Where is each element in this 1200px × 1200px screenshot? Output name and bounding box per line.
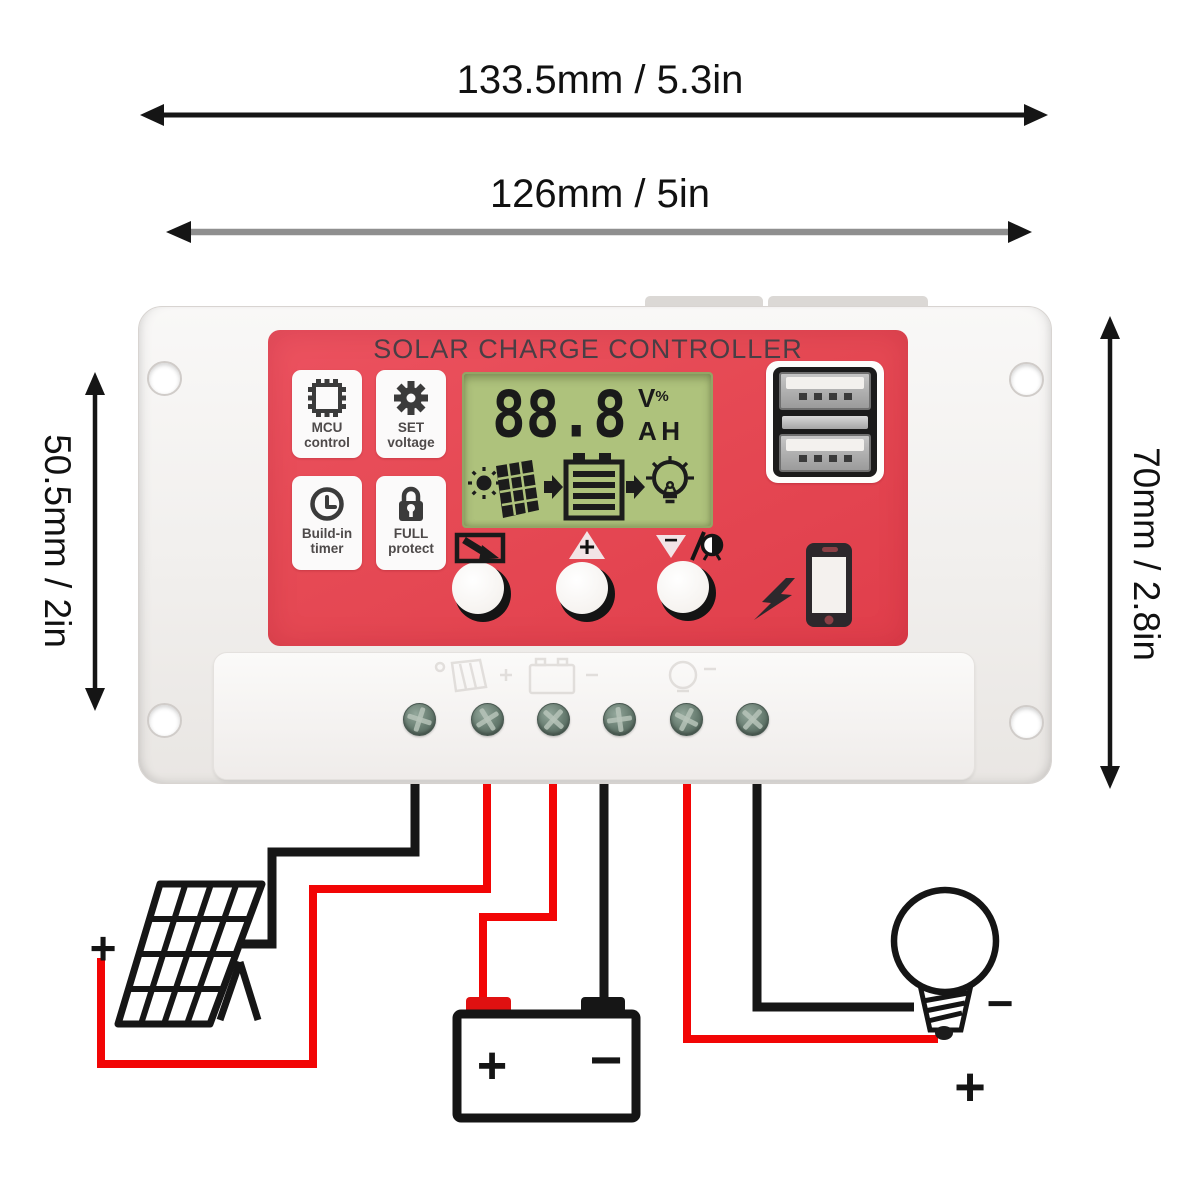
red-wires — [97, 779, 938, 1068]
lock-icon — [399, 486, 423, 521]
mount-hole-top-right — [1009, 362, 1044, 397]
dual-usb-ports-icon — [773, 367, 877, 477]
feature-label: protect — [388, 541, 434, 557]
outer-width-arrow — [140, 104, 1048, 126]
plus-label: + — [579, 531, 595, 562]
feature-label: timer — [310, 541, 344, 557]
unit-amps: A — [638, 416, 657, 446]
body-height-arrow — [1100, 316, 1120, 789]
terminal-screw-3 — [537, 703, 570, 736]
usb-tongue — [786, 377, 864, 389]
plus-triangle-icon: + — [569, 531, 605, 562]
terminal-screw-6 — [736, 703, 769, 736]
usb-pins — [781, 455, 869, 462]
battery-plus-label: + — [477, 1037, 507, 1095]
bulb-plus-label: + — [954, 1057, 986, 1117]
down-button — [657, 561, 716, 621]
body-height-dimension: 70mm / 2.8in — [1126, 447, 1167, 661]
mount-hole-top-left — [147, 361, 182, 396]
terminal-screw-5 — [670, 703, 703, 736]
arrow-right-icon — [626, 475, 645, 499]
up-button — [556, 562, 615, 622]
load-positive-wire — [683, 779, 938, 1043]
usb-charging-icons — [754, 543, 852, 627]
feature-label: FULL — [393, 526, 429, 541]
battery-minus-label: − — [590, 1028, 623, 1091]
bulb-minus-label: − — [987, 977, 1014, 1029]
unit-hours: H — [661, 416, 681, 446]
terminal-screw-2 — [471, 703, 504, 736]
gear-icon — [394, 381, 428, 415]
arrow-right-icon — [544, 475, 563, 499]
feature-label: voltage — [387, 435, 435, 451]
feature-set-voltage: SET voltage — [376, 370, 446, 458]
usb-port-bottom — [779, 434, 871, 472]
terminal-width-arrow — [166, 221, 1032, 243]
battery-icon: + − — [452, 997, 641, 1123]
unit-percent: % — [655, 388, 669, 405]
product-title: SOLAR CHARGE CONTROLLER — [373, 334, 803, 364]
mount-height-arrow — [85, 372, 105, 711]
usb-block — [766, 361, 884, 483]
usb-tongue — [786, 439, 864, 451]
terminal-screw-4 — [603, 703, 636, 736]
battery-icon — [563, 453, 625, 521]
bulb-icon — [646, 456, 694, 504]
feature-build-in-timer: Build-in timer — [292, 476, 362, 570]
lcd-flow-icons — [468, 453, 694, 521]
feature-label: SET — [397, 420, 425, 435]
solar-plus-label: + — [90, 922, 117, 974]
usb-port-top — [779, 372, 871, 410]
feature-label: Build-in — [301, 526, 353, 541]
solar-positive-wire — [97, 779, 491, 1068]
chip-icon — [308, 379, 346, 417]
mount-height-dimension: 50.5mm / 2in — [37, 434, 78, 648]
up-button-cap — [556, 562, 608, 614]
unit-volts: V — [638, 383, 656, 413]
usb-divider — [782, 415, 868, 429]
phone-icon — [806, 543, 852, 627]
mount-hole-bottom-left — [147, 703, 182, 738]
solar-panel-icon — [496, 460, 539, 518]
sun-icon — [468, 467, 500, 499]
solar-negative-wire — [242, 779, 420, 949]
select-button — [452, 562, 511, 622]
load-negative-wire — [752, 779, 914, 1012]
battery-positive-wire — [479, 779, 557, 1004]
solar-panel-icon — [114, 880, 266, 1028]
lightning-icon — [754, 578, 795, 620]
minus-label: − — [664, 527, 678, 554]
outer-width-dimension: 133.5mm / 5.3in — [456, 58, 744, 102]
clock-icon — [310, 487, 344, 521]
mount-hole-bottom-right — [1009, 705, 1044, 740]
terminal-screw-1 — [403, 703, 436, 736]
embossed-terminal-marks — [434, 657, 716, 695]
feature-label: control — [304, 435, 350, 451]
down-button-cap — [657, 561, 709, 613]
bulb-icon: − + — [890, 886, 1014, 1117]
feature-mcu-control: MCU control — [292, 370, 362, 458]
black-wires — [242, 779, 914, 1012]
slash — [690, 531, 706, 561]
lcd-value: 88.8 — [492, 378, 627, 453]
terminal-block — [213, 652, 975, 780]
terminal-width-dimension: 126mm / 5in — [489, 172, 711, 216]
feature-full-protect: FULL protect — [376, 476, 446, 570]
minus-lamp-icon: − — [656, 527, 724, 561]
usb-pins — [781, 393, 869, 400]
lamp-glyph — [700, 533, 724, 561]
feature-label: MCU — [311, 420, 343, 435]
select-button-cap — [452, 562, 504, 614]
lcd-units: V% A H — [638, 382, 680, 450]
battery-slash-icon — [454, 532, 506, 564]
